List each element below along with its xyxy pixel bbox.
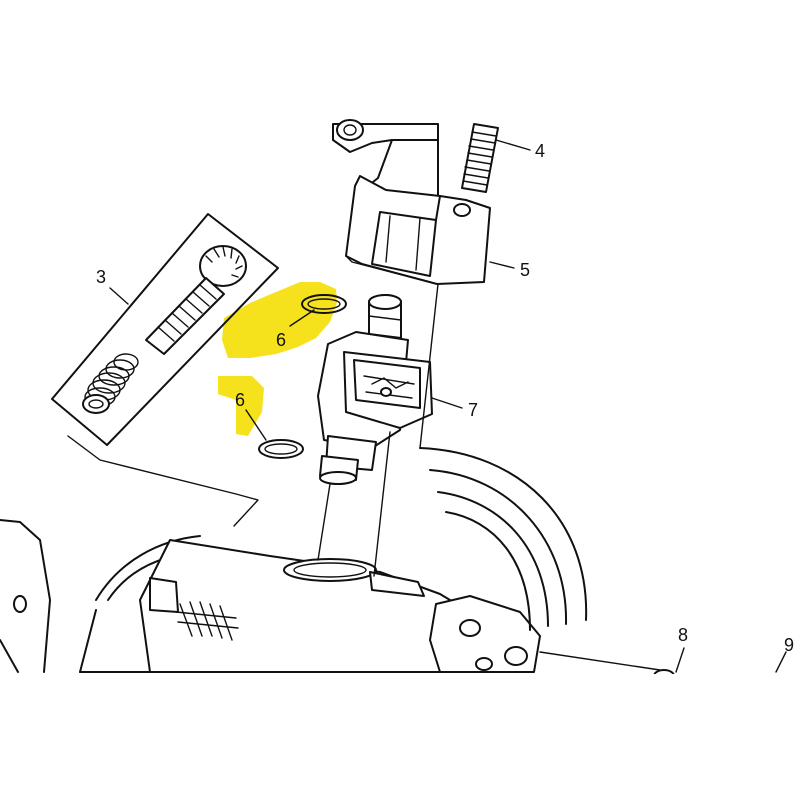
callout-6-upper: 6 bbox=[276, 330, 286, 350]
leader-line-6-upper bbox=[289, 309, 315, 327]
leader-line-6-lower bbox=[245, 409, 267, 441]
guide-line-injector-right bbox=[373, 431, 391, 577]
part-4-threaded-stud bbox=[461, 123, 499, 193]
guide-line-part3-to-block bbox=[67, 435, 259, 527]
callout-4: 4 bbox=[535, 141, 545, 161]
upper-bracket bbox=[332, 119, 439, 197]
leader-line-3 bbox=[109, 287, 129, 305]
highlight-mark-upper bbox=[222, 282, 337, 358]
blank-bottom-area bbox=[0, 674, 800, 800]
part-6-o-ring-lower-inner bbox=[264, 443, 298, 455]
callout-7: 7 bbox=[468, 400, 478, 420]
callout-3: 3 bbox=[96, 267, 106, 287]
leader-line-9 bbox=[775, 651, 787, 673]
leader-line-7 bbox=[431, 397, 463, 409]
guide-line-injector-left bbox=[317, 483, 331, 561]
part-3-bolt-spring-kit bbox=[51, 213, 279, 446]
leader-line-5 bbox=[489, 261, 515, 269]
leader-line-8 bbox=[539, 647, 685, 673]
callout-8: 8 bbox=[678, 625, 688, 645]
callout-9: 9 bbox=[784, 635, 794, 655]
leader-line-4 bbox=[495, 139, 531, 151]
part-6-o-ring-lower bbox=[258, 439, 304, 459]
part-5-injector-clip bbox=[345, 175, 491, 285]
engine-block-assembly bbox=[0, 447, 588, 673]
part-7-fuel-injector bbox=[317, 294, 433, 485]
part-6-o-ring-upper-inner bbox=[307, 298, 341, 310]
callout-5: 5 bbox=[520, 260, 530, 280]
part-6-o-ring-upper bbox=[301, 294, 347, 314]
guide-line-clip-to-block bbox=[419, 283, 439, 449]
callout-6-lower: 6 bbox=[235, 390, 245, 410]
